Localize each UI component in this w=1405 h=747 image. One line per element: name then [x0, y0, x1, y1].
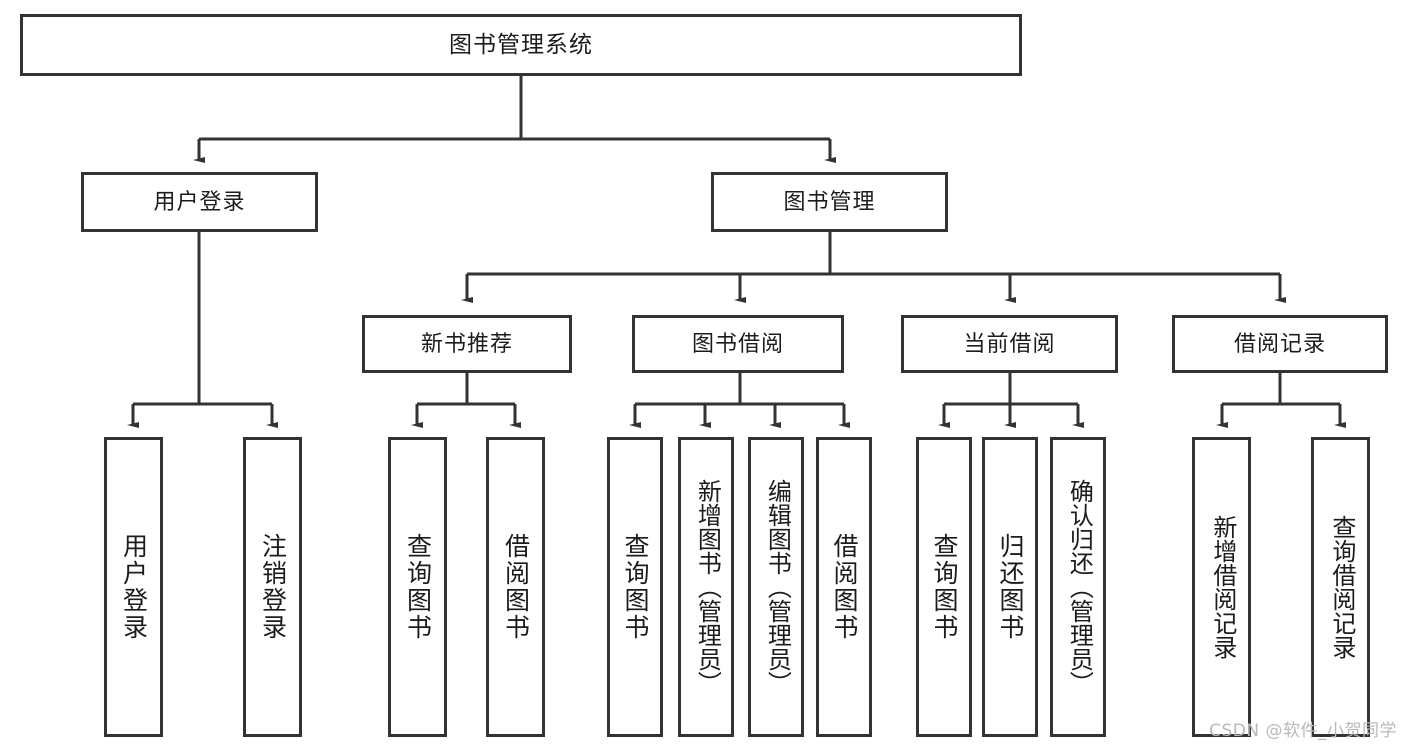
leaf-confirm-return-admin[interactable]: 确认归还（管理员）	[1050, 437, 1106, 737]
leaf-query-book-current[interactable]: 查询图书	[916, 437, 972, 737]
leaf-borrow-book-recommend[interactable]: 借阅图书	[486, 437, 545, 737]
node-current-borrow[interactable]: 当前借阅	[901, 315, 1118, 373]
leaf-query-borrow-record[interactable]: 查询借阅记录	[1311, 437, 1370, 737]
leaf-query-book-recommend[interactable]: 查询图书	[388, 437, 447, 737]
leaf-user-logout[interactable]: 注销登录	[243, 437, 302, 737]
node-book-borrow[interactable]: 图书借阅	[632, 315, 844, 373]
leaf-user-login[interactable]: 用户登录	[104, 437, 163, 737]
leaf-edit-book-admin[interactable]: 编辑图书（管理员）	[748, 437, 804, 737]
node-new-book-recommend[interactable]: 新书推荐	[362, 315, 572, 373]
leaf-add-borrow-record[interactable]: 新增借阅记录	[1192, 437, 1251, 737]
leaf-query-book-borrow[interactable]: 查询图书	[607, 437, 663, 737]
node-borrow-record[interactable]: 借阅记录	[1172, 315, 1388, 373]
leaf-return-book[interactable]: 归还图书	[982, 437, 1038, 737]
leaf-borrow-book-borrow[interactable]: 借阅图书	[816, 437, 872, 737]
leaf-add-book-admin[interactable]: 新增图书（管理员）	[678, 437, 734, 737]
node-user-login[interactable]: 用户登录	[81, 172, 318, 232]
watermark: CSDN @软件_小贺同学	[1209, 721, 1397, 741]
node-book-management[interactable]: 图书管理	[711, 172, 948, 232]
node-root-system[interactable]: 图书管理系统	[20, 14, 1022, 76]
